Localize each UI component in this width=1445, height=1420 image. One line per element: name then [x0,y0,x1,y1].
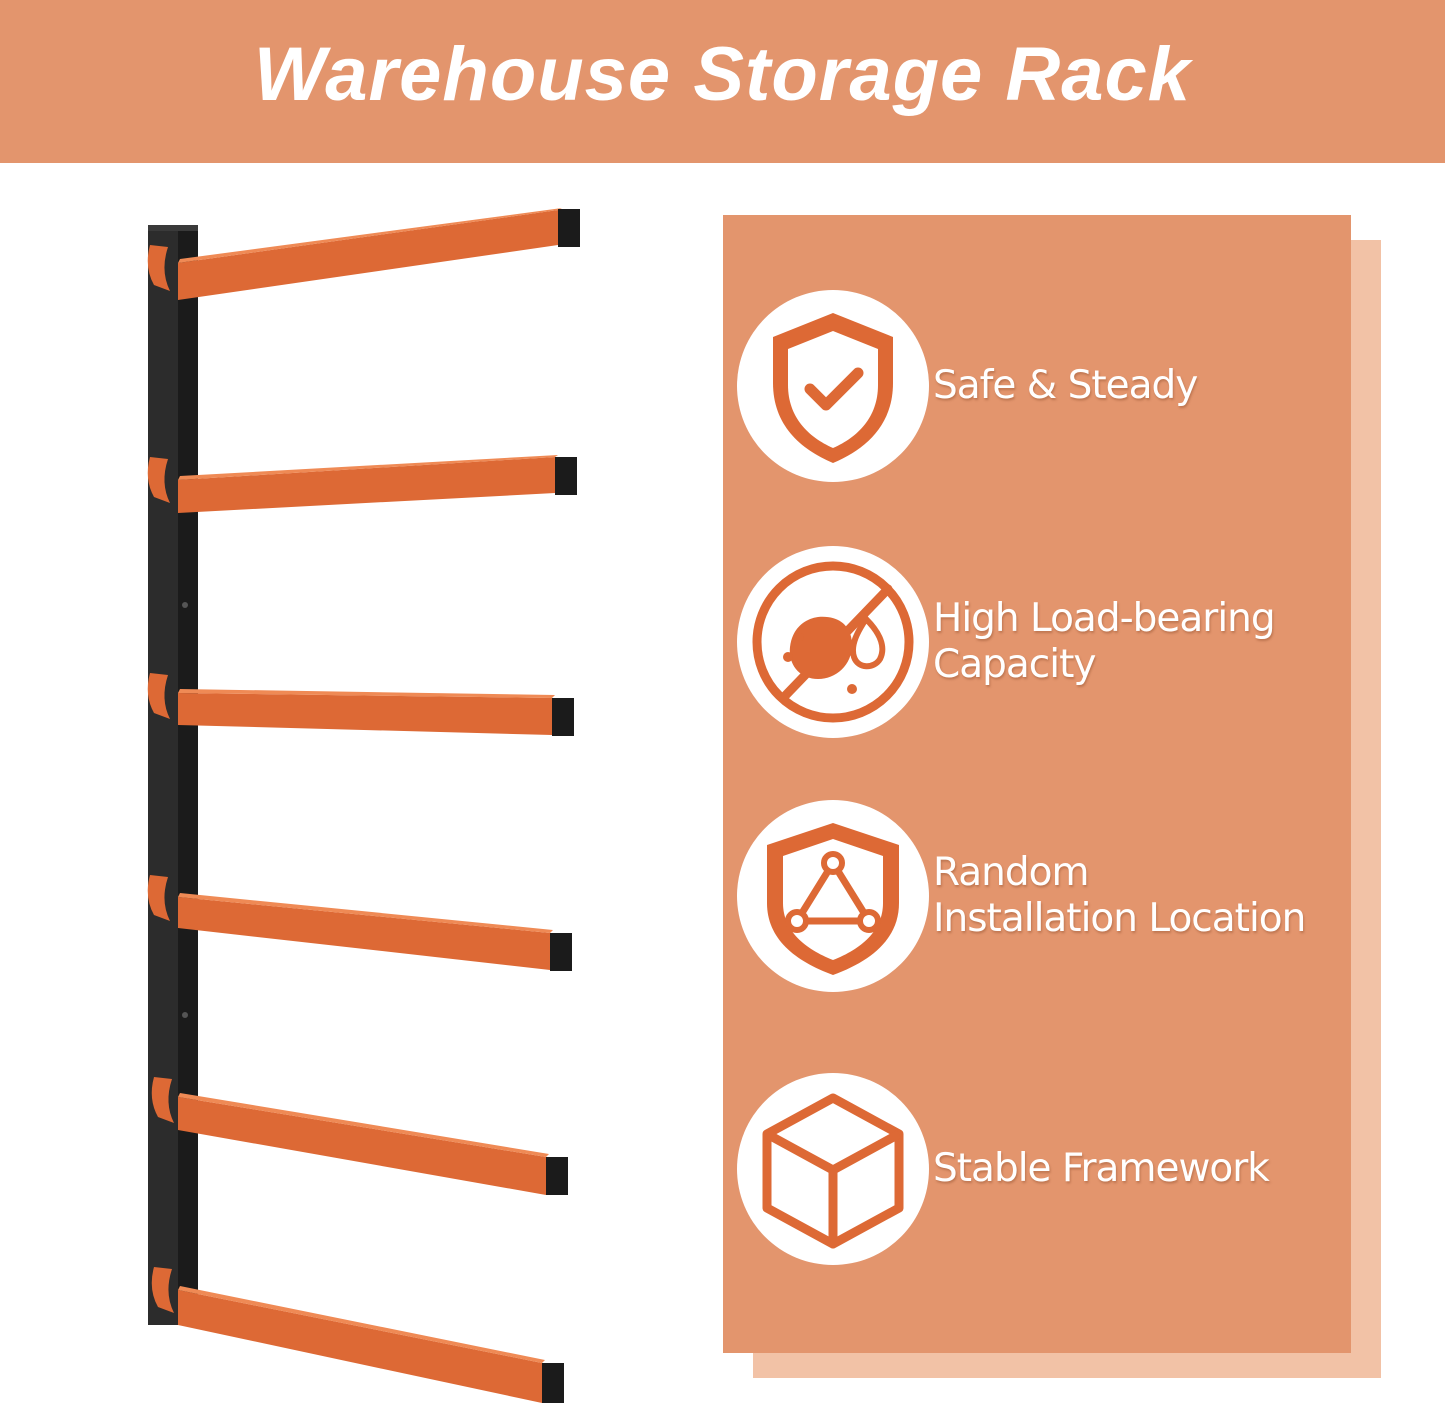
title-banner: Warehouse Storage Rack [0,0,1445,163]
rack-arm-6 [151,1267,564,1403]
feature-random-installation: Random Installation Location [737,800,1306,992]
shield-triangle-icon [767,823,899,975]
feature-icon-circle [737,546,929,738]
cube-icon [762,1093,904,1249]
shield-check-icon [773,313,893,463]
feature-icon-circle [737,290,929,482]
feature-icon-circle [737,800,929,992]
rack-arm-2 [147,455,577,513]
feature-safe-steady: Safe & Steady [737,290,1198,482]
rack-post-side [148,225,178,1325]
rack-arm-3 [147,673,574,736]
rack-arm-1 [147,208,580,300]
page-title: Warehouse Storage Rack [253,32,1192,117]
feature-high-load: High Load-bearing Capacity [737,546,1276,738]
feature-stable-framework: Stable Framework [737,1073,1270,1265]
feature-label: Safe & Steady [933,363,1198,408]
rack-arm-5 [151,1077,568,1195]
rack-arm-4 [147,875,572,971]
feature-icon-circle [737,1073,929,1265]
feature-label: Stable Framework [933,1146,1270,1191]
storage-rack-illustration [147,208,580,1403]
rack-post-front [178,225,198,1325]
feature-label: Random Installation Location [933,850,1306,941]
no-water-icon [752,561,914,723]
feature-label: High Load-bearing Capacity [933,596,1276,687]
